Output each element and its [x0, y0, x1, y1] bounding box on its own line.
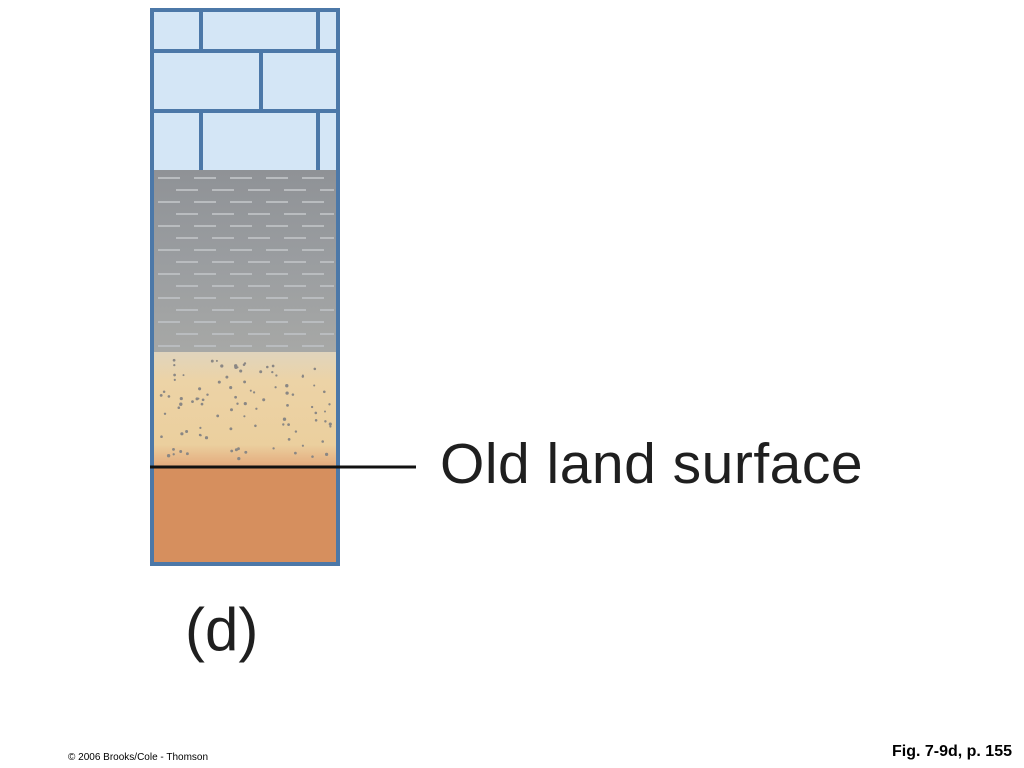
sand-dot: [272, 447, 275, 450]
sand-dot: [282, 423, 285, 426]
sand-dot: [244, 450, 248, 454]
sand-dot: [185, 430, 189, 433]
sand-dot: [321, 440, 324, 443]
sand-dot: [225, 375, 229, 379]
sand-dot: [229, 427, 233, 431]
sand-dot: [252, 391, 256, 394]
sand-dot: [173, 373, 176, 377]
sand-dot: [167, 395, 171, 398]
sand-dot: [294, 430, 298, 433]
sand-dot: [249, 389, 252, 392]
sand-dot: [282, 417, 287, 421]
sand-dot: [294, 451, 297, 455]
sand-dot: [234, 395, 237, 399]
sand-dot: [229, 386, 233, 390]
sand-dot: [210, 359, 214, 363]
old-land-surface-label: Old land surface: [440, 432, 864, 496]
sand-dot: [259, 370, 263, 374]
sand-dot: [217, 380, 221, 384]
sand-dot: [234, 364, 238, 368]
sand-dot: [197, 397, 200, 400]
sand-dot: [204, 436, 209, 440]
sand-dot: [271, 370, 274, 374]
sand-dot: [172, 358, 176, 362]
sand-dot: [254, 424, 257, 428]
sand-dot: [325, 452, 329, 456]
sand-dot: [328, 422, 332, 426]
sand-dot: [262, 398, 266, 402]
panel-letter: (d): [185, 596, 259, 663]
sand-dot: [310, 405, 314, 409]
column-border: [150, 8, 340, 566]
sand-dot: [172, 453, 175, 456]
sand-dot: [180, 432, 184, 436]
shale-layer: [152, 170, 338, 352]
sand-dot: [230, 408, 233, 412]
sand-dot: [198, 433, 202, 437]
sand-dot: [177, 406, 181, 409]
sand-dot: [237, 456, 241, 461]
sand-dot: [324, 420, 327, 423]
sand-dot: [236, 402, 239, 405]
sand-dot: [173, 378, 176, 381]
old-soil-layer: [152, 468, 338, 564]
sand-dot: [243, 402, 247, 406]
sand-dot: [329, 425, 332, 428]
sand-dot: [179, 450, 183, 453]
sand-dot: [182, 374, 185, 377]
sand-dot: [179, 397, 183, 401]
sand-dot: [285, 384, 289, 388]
copyright-notice: © 2006 Brooks/Cole - Thomson: [68, 752, 209, 763]
sand-dot: [328, 403, 331, 406]
sand-dot: [314, 411, 318, 415]
sand-dot: [172, 447, 175, 451]
sand-dot: [163, 412, 167, 415]
sand-dot: [198, 387, 202, 391]
sand-dot: [323, 410, 327, 413]
sand-dot: [301, 444, 304, 447]
sand-dot: [271, 364, 275, 368]
sand-dot: [287, 423, 290, 426]
sand-dot: [206, 393, 209, 396]
sand-dot: [166, 454, 171, 458]
sand-dot: [255, 407, 258, 410]
sand-dot: [216, 414, 220, 418]
sand-dot: [199, 426, 202, 430]
sand-dot: [266, 365, 269, 369]
sand-dot: [242, 363, 246, 366]
sand-dot: [274, 386, 277, 389]
sand-dot: [243, 380, 247, 384]
sand-dot: [159, 393, 163, 397]
sand-dot: [301, 375, 305, 378]
sand-dot: [201, 398, 205, 402]
sand-dot: [291, 393, 295, 396]
figure-reference: Fig. 7-9d, p. 155: [891, 743, 1012, 760]
sand-dot: [286, 404, 289, 407]
sand-dot: [287, 438, 291, 441]
sand-dot: [220, 364, 224, 368]
sand-dot: [285, 391, 289, 395]
sand-dot: [191, 400, 194, 403]
sand-dot: [313, 367, 317, 371]
limestone-layer: [152, 10, 338, 170]
sand-dot: [243, 415, 246, 418]
sand-dot: [313, 384, 316, 387]
sand-dot: [239, 369, 243, 373]
sand-dot: [185, 452, 189, 456]
sand-dot: [314, 419, 318, 422]
sand-dot: [179, 402, 183, 406]
sand-dot: [200, 402, 204, 406]
sand-dot: [230, 449, 234, 453]
sand-dot: [160, 435, 163, 439]
sand-dot: [275, 374, 278, 377]
sand-dot: [173, 363, 176, 367]
sand-dot: [215, 359, 218, 362]
sand-dot: [162, 390, 166, 393]
sand-dot: [311, 455, 314, 458]
sandstone-layer: [152, 352, 338, 468]
sand-dot: [322, 390, 326, 394]
sand-dot: [234, 448, 238, 452]
